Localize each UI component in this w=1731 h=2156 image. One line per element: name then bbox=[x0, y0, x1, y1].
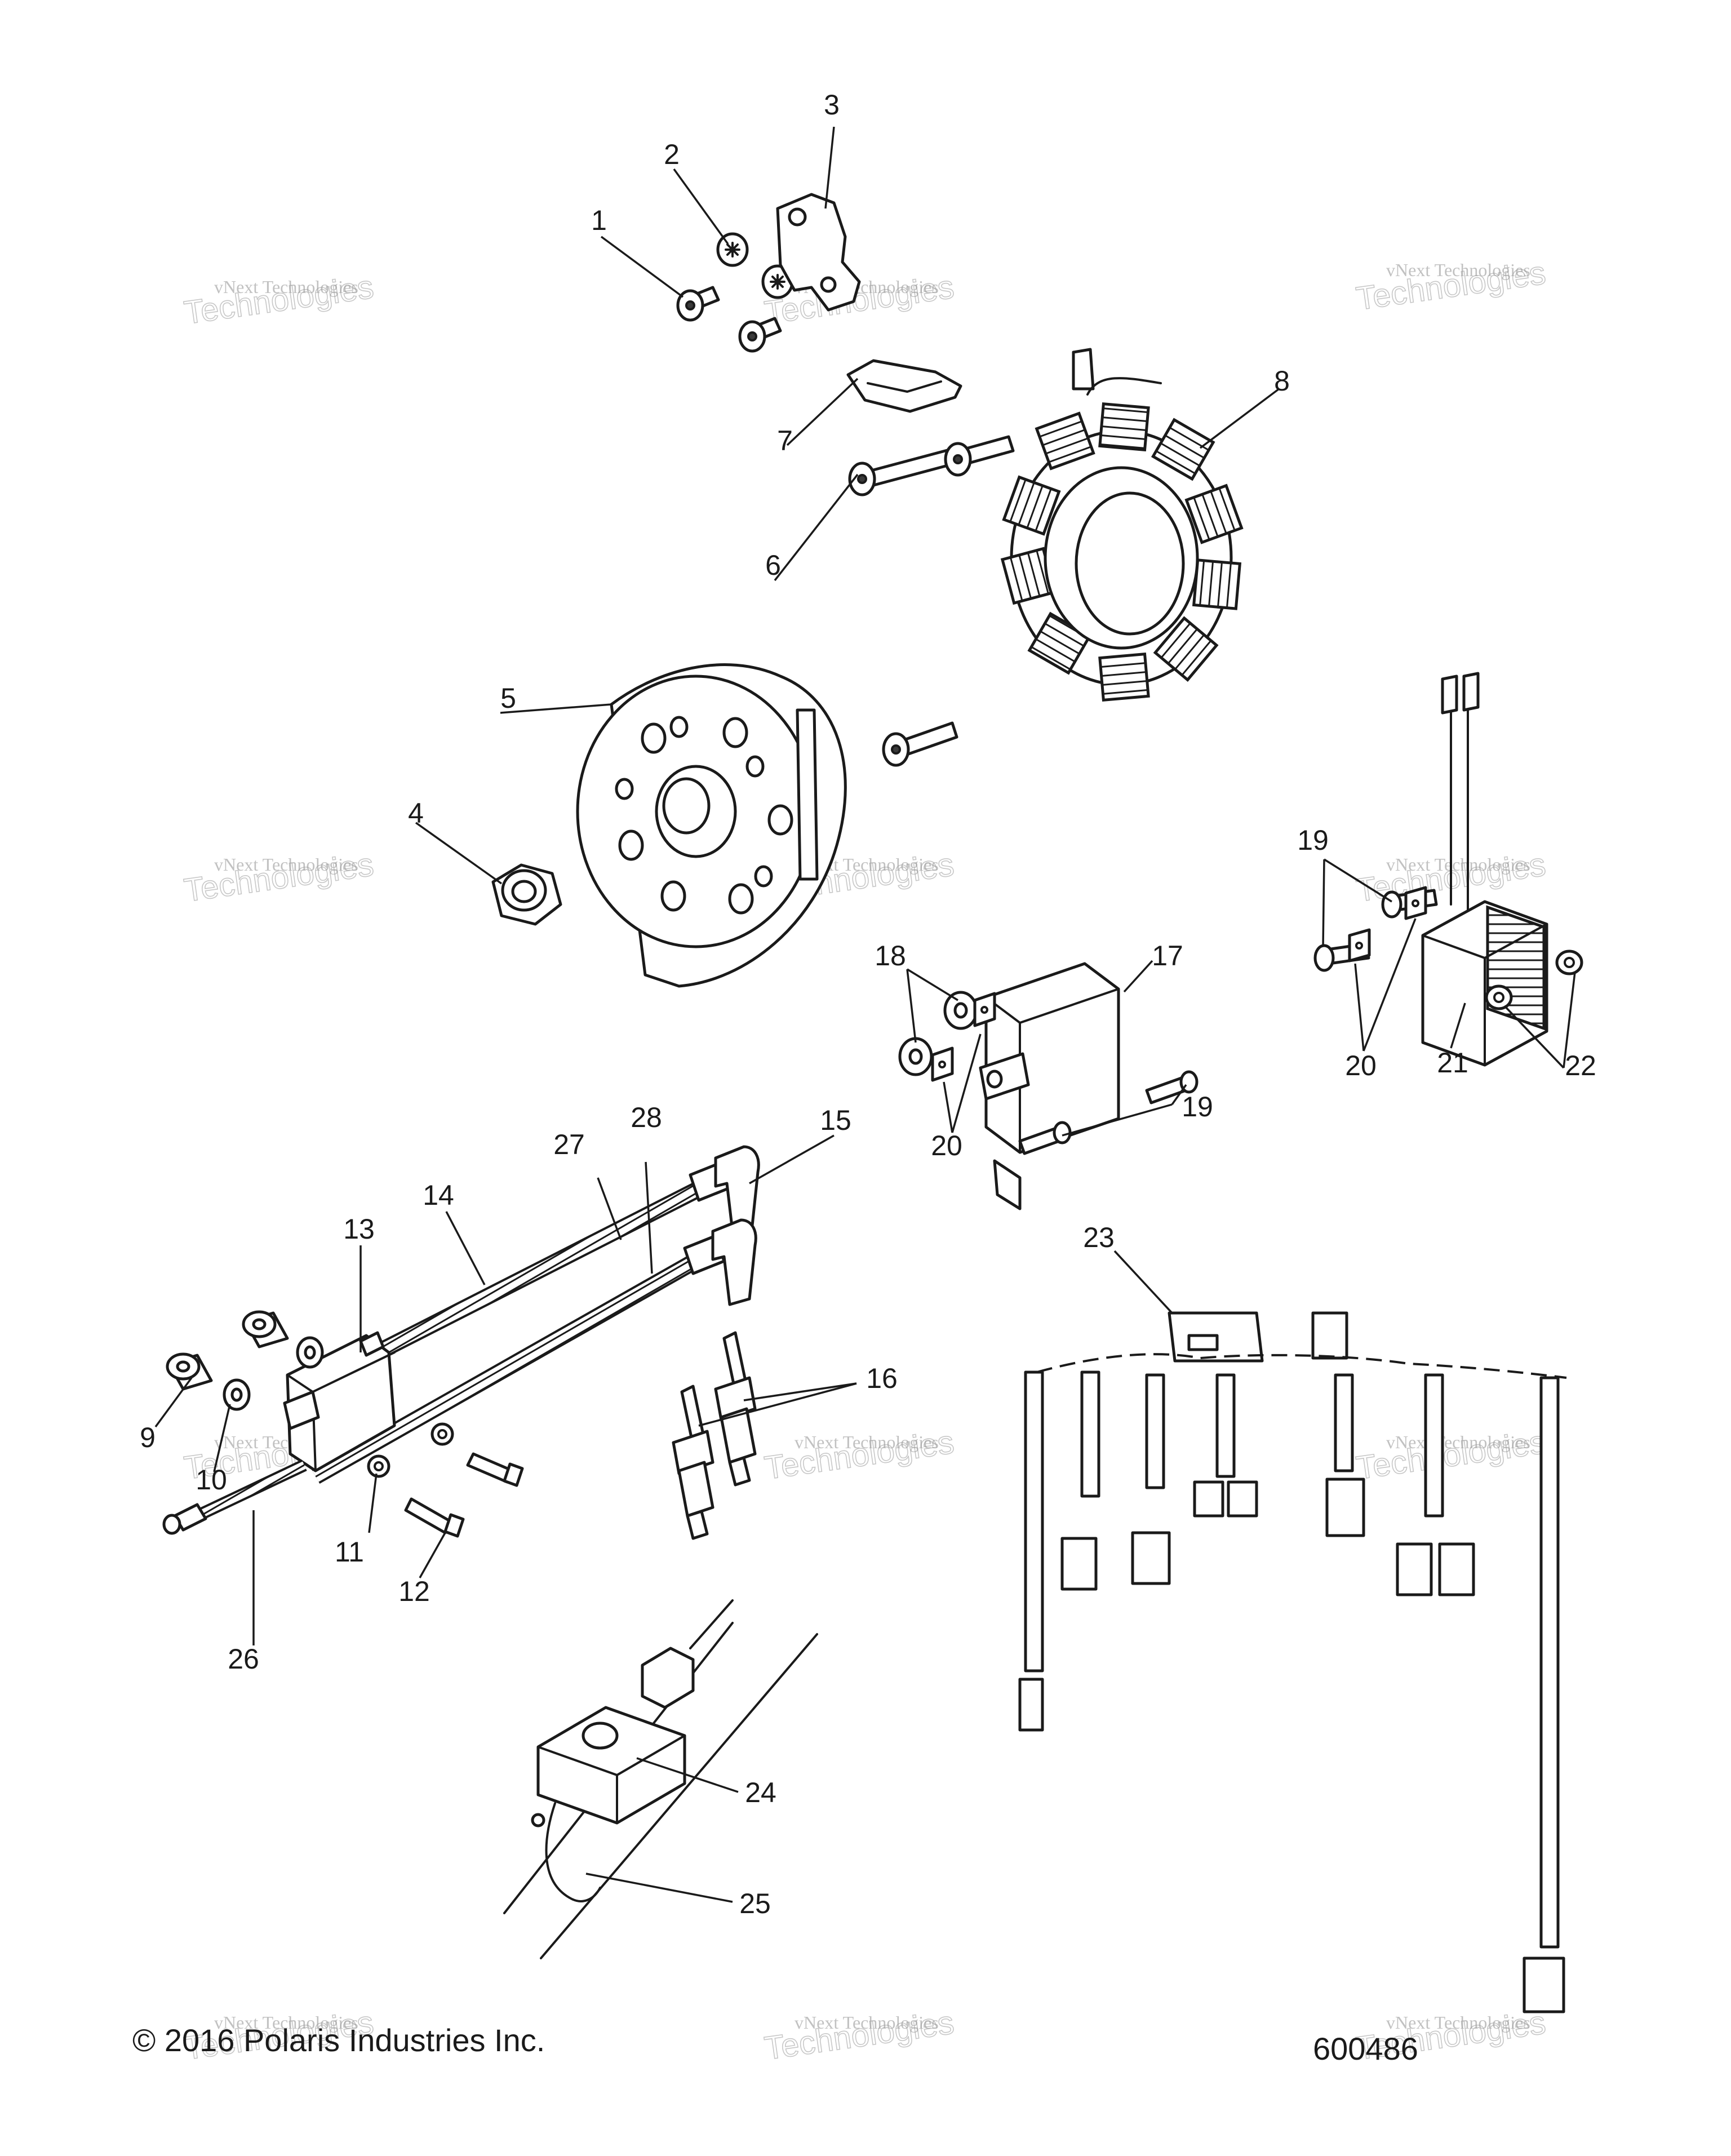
watermark: vNext Technologies Technologies bbox=[181, 268, 376, 332]
part-10-washer bbox=[223, 1378, 251, 1411]
callout-13: 13 bbox=[343, 1213, 375, 1245]
part-24-switch bbox=[503, 1599, 818, 1959]
part-18-washer bbox=[898, 1037, 933, 1076]
callout-20b: 20 bbox=[1345, 1050, 1377, 1081]
callout-18: 18 bbox=[875, 940, 906, 971]
svg-text:vNext Technologies: vNext Technologies bbox=[795, 1432, 939, 1452]
part-6-bolt bbox=[848, 448, 956, 496]
callout-15: 15 bbox=[820, 1104, 851, 1136]
part-12-bolt bbox=[404, 1497, 465, 1538]
callout-3: 3 bbox=[824, 89, 840, 121]
part-12-bolt bbox=[466, 1452, 524, 1487]
svg-text:vNext Technologies: vNext Technologies bbox=[795, 2012, 939, 2033]
part-20-plate bbox=[973, 992, 996, 1027]
part-10-washer bbox=[296, 1336, 324, 1369]
part-9-spacer bbox=[242, 1310, 289, 1348]
part-6-bolt bbox=[944, 435, 1015, 477]
callout-12: 12 bbox=[398, 1576, 430, 1607]
part-20-plate bbox=[931, 1046, 954, 1082]
svg-text:vNext Technologies: vNext Technologies bbox=[214, 277, 358, 297]
part-20-plate bbox=[1404, 886, 1427, 920]
part-27-spark-plug-wire bbox=[374, 1145, 760, 1360]
part-11-lock-washer bbox=[367, 1454, 390, 1478]
callout-17: 17 bbox=[1152, 940, 1183, 971]
callout-labels: 1 2 3 4 5 6 7 8 9 10 11 12 13 14 15 16 1… bbox=[140, 89, 1596, 1919]
svg-text:vNext Technologies: vNext Technologies bbox=[1386, 854, 1530, 875]
part-17-cdi-box bbox=[979, 962, 1120, 1210]
callout-19b: 19 bbox=[1182, 1091, 1213, 1123]
callout-8: 8 bbox=[1274, 365, 1290, 397]
part-3-bracket bbox=[776, 193, 861, 312]
part-2-screw bbox=[716, 232, 749, 267]
part-6-bolt bbox=[882, 721, 958, 767]
part-11-lock-washer bbox=[430, 1422, 454, 1446]
svg-text:vNext Technologies: vNext Technologies bbox=[1386, 2012, 1530, 2033]
watermark: vNext Technologies Technologies bbox=[762, 1423, 957, 1487]
part-22-nut bbox=[1555, 950, 1583, 975]
part-20-plate bbox=[1348, 928, 1371, 962]
figure-number: 600486 bbox=[1313, 2031, 1418, 2066]
part-22-nut bbox=[1485, 984, 1513, 1010]
part-18-washer bbox=[943, 991, 978, 1030]
copyright-text: © 2016 Polaris Industries Inc. bbox=[132, 2022, 545, 2058]
callout-10: 10 bbox=[196, 1464, 227, 1496]
callout-27: 27 bbox=[553, 1129, 585, 1160]
callout-24: 24 bbox=[745, 1777, 776, 1808]
callout-26: 26 bbox=[228, 1643, 259, 1675]
part-13-ignition-coil bbox=[283, 1331, 396, 1472]
callout-20a: 20 bbox=[931, 1130, 962, 1161]
part-1-screw bbox=[738, 317, 782, 353]
watermark: vNext Technologies Technologies bbox=[1353, 1423, 1548, 1487]
svg-text:vNext Technologies: vNext Technologies bbox=[1386, 1432, 1530, 1452]
callout-9: 9 bbox=[140, 1422, 156, 1453]
watermark: vNext Technologies Technologies bbox=[181, 846, 376, 910]
callout-23: 23 bbox=[1083, 1222, 1115, 1253]
part-19-bolt bbox=[1145, 1070, 1199, 1104]
part-5-flywheel bbox=[576, 663, 847, 988]
callout-25: 25 bbox=[739, 1888, 771, 1919]
part-19-bolt bbox=[1018, 1121, 1072, 1155]
callout-21: 21 bbox=[1437, 1047, 1468, 1079]
callout-22: 22 bbox=[1565, 1050, 1596, 1081]
callout-14: 14 bbox=[423, 1179, 454, 1211]
callout-7: 7 bbox=[777, 425, 793, 456]
part-8-stator bbox=[1000, 348, 1244, 702]
callout-6: 6 bbox=[765, 549, 781, 581]
part-9-spacer bbox=[166, 1352, 213, 1391]
part-16-spark-plug bbox=[714, 1331, 757, 1487]
watermark: vNext Technologies Technologies bbox=[762, 2004, 957, 2068]
svg-text:vNext Technologies: vNext Technologies bbox=[214, 2012, 358, 2033]
part-28-spark-plug-wire bbox=[311, 1218, 757, 1484]
part-7-clip bbox=[846, 359, 962, 413]
callout-16: 16 bbox=[866, 1363, 898, 1394]
watermark: vNext Technologies Technologies bbox=[1353, 254, 1548, 318]
svg-text:vNext Technologies: vNext Technologies bbox=[214, 854, 358, 875]
part-16-spark-plug bbox=[672, 1385, 714, 1540]
callout-4: 4 bbox=[408, 797, 424, 829]
part-25-strap bbox=[531, 1802, 601, 1902]
watermark-group: vNext Technologies Technologies vNext Te… bbox=[181, 254, 1548, 2068]
callout-1: 1 bbox=[591, 205, 607, 236]
callout-2: 2 bbox=[664, 139, 680, 170]
part-1-screw bbox=[676, 286, 720, 322]
callout-28: 28 bbox=[631, 1102, 662, 1133]
callout-5: 5 bbox=[500, 682, 516, 714]
part-23-wire-harness bbox=[1018, 1311, 1567, 2013]
callout-11: 11 bbox=[335, 1536, 364, 1568]
part-26-lead bbox=[162, 1459, 307, 1535]
part-4-nut bbox=[491, 863, 562, 926]
callout-19a: 19 bbox=[1297, 824, 1329, 856]
leader-lines bbox=[154, 126, 1576, 1903]
svg-text:vNext Technologies: vNext Technologies bbox=[1386, 260, 1530, 280]
